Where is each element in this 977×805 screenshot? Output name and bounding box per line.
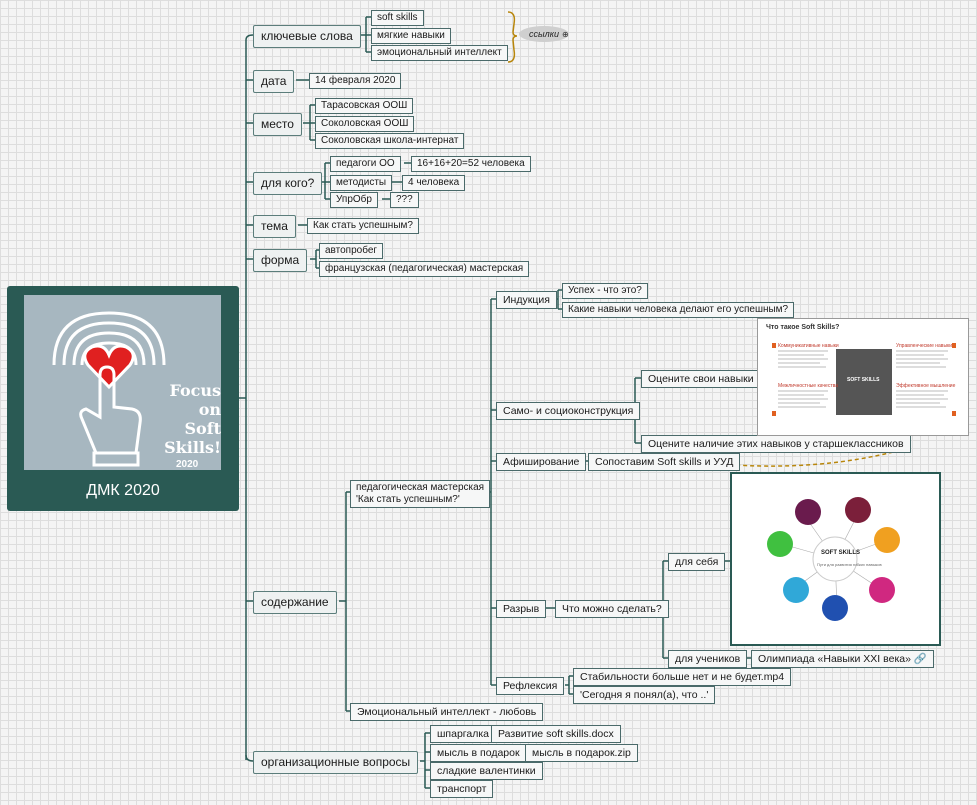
- quadrant-center-label: SOFT SKILLS: [847, 377, 880, 383]
- root-image-year: 2020: [176, 459, 199, 470]
- topic-date[interactable]: дата: [253, 70, 295, 93]
- org-gift[interactable]: мысль в подарок: [430, 744, 527, 762]
- wheel-subtitle: Пути для развития гибких навыков: [817, 562, 882, 567]
- quadrant-center-shape: [836, 349, 892, 415]
- wheel-decor: [767, 497, 900, 621]
- audience-item[interactable]: УпрОбр: [330, 192, 378, 208]
- expand-icon[interactable]: ⊕: [562, 30, 569, 39]
- induction-item[interactable]: Успех - что это?: [562, 283, 648, 299]
- theme-value[interactable]: Как стать успешным?: [307, 218, 419, 234]
- attachment-icon[interactable]: 🔗: [913, 653, 927, 665]
- topic-content[interactable]: содержание: [253, 591, 337, 614]
- audience-item[interactable]: педагоги ОО: [330, 156, 401, 172]
- form-item[interactable]: французская (педагогическая) мастерская: [319, 261, 530, 277]
- keyword-soft-skills-ru[interactable]: мягкие навыки: [371, 28, 451, 44]
- place-item[interactable]: Соколовская ООШ: [315, 116, 415, 132]
- quadrant-label: Эффективное мышление: [896, 383, 956, 389]
- quadrant-label: Межличностные качества: [778, 383, 838, 389]
- audience-count[interactable]: ???: [390, 192, 419, 208]
- root-label: ДМК 2020: [86, 482, 160, 499]
- stage-poster[interactable]: Афиширование: [496, 453, 587, 471]
- topic-keywords[interactable]: ключевые слова: [253, 25, 361, 48]
- ei-node[interactable]: Эмоциональный интеллект - любовь: [350, 703, 544, 721]
- place-item[interactable]: Соколовская школа-интернат: [315, 133, 465, 149]
- root-node[interactable]: Focus on Soft Skills! 2020 ДМК 2020: [7, 286, 239, 511]
- gap-question[interactable]: Что можно сделать?: [555, 600, 669, 618]
- topic-org[interactable]: организационные вопросы: [253, 751, 419, 774]
- reflection-video[interactable]: Стабильности больше нет и не будет.mp4: [573, 668, 792, 686]
- soft-skills-quadrant-image[interactable]: Что такое Soft Skills? SOFT SKILLS Комму…: [757, 318, 969, 436]
- soft-skills-wheel-image[interactable]: SOFT SKILLS Пути для развития гибких нав…: [730, 472, 941, 646]
- keyword-soft-skills[interactable]: soft skills: [371, 10, 424, 26]
- place-item[interactable]: Тарасовская ООШ: [315, 98, 414, 114]
- gift-file[interactable]: мысль в подарок.zip: [525, 744, 638, 762]
- heart-hand-icon: [52, 311, 166, 467]
- topic-theme[interactable]: тема: [253, 215, 296, 238]
- stage-reflection[interactable]: Рефлексия: [496, 677, 565, 695]
- keyword-emotional-intelligence[interactable]: эмоциональный интеллект: [371, 45, 508, 61]
- topic-place[interactable]: место: [253, 113, 302, 136]
- audience-item[interactable]: методисты: [330, 175, 393, 191]
- stage-gap[interactable]: Разрыв: [496, 600, 547, 618]
- form-item[interactable]: автопробег: [319, 243, 384, 259]
- olympiad-link[interactable]: Олимпиада «Навыки XXI века» 🔗: [751, 650, 934, 668]
- quadrant-decor: [772, 343, 956, 416]
- org-item[interactable]: сладкие валентинки: [430, 762, 543, 780]
- gap-self[interactable]: для себя: [668, 553, 726, 571]
- quadrant-label: Коммуникативные навыки: [778, 343, 839, 349]
- audience-count[interactable]: 4 человека: [402, 175, 466, 191]
- selfconstruction-item[interactable]: Оцените свои навыки: [641, 370, 761, 388]
- reflection-item[interactable]: 'Сегодня я понял(а), что ..': [573, 686, 716, 704]
- root-image-title: Focus on Soft Skills!: [164, 381, 221, 457]
- stage-induction[interactable]: Индукция: [496, 291, 557, 309]
- induction-item[interactable]: Какие навыки человека делают его успешны…: [562, 302, 795, 318]
- cheatsheet-file[interactable]: Развитие soft skills.docx: [491, 725, 621, 743]
- root-image: Focus on Soft Skills! 2020: [24, 295, 221, 470]
- links-callout[interactable]: ссылки: [519, 26, 569, 42]
- audience-count[interactable]: 16+16+20=52 человека: [411, 156, 531, 172]
- poster-item[interactable]: Сопоставим Soft skills и УУД: [588, 453, 741, 471]
- topic-audience[interactable]: для кого?: [253, 172, 323, 195]
- org-cheatsheet[interactable]: шпаргалка: [430, 725, 497, 743]
- stage-selfconstruction[interactable]: Само- и социоконструкция: [496, 402, 641, 420]
- date-value[interactable]: 14 февраля 2020: [309, 73, 402, 89]
- quadrant-image-title: Что такое Soft Skills?: [766, 324, 840, 331]
- topic-form[interactable]: форма: [253, 249, 308, 272]
- workshop-node[interactable]: педагогическая мастерская 'Как стать усп…: [350, 480, 491, 508]
- wheel-title: SOFT SKILLS: [821, 550, 860, 556]
- quadrant-label: Управленческие навыки: [896, 343, 953, 349]
- gap-students[interactable]: для учеников: [668, 650, 748, 668]
- org-item[interactable]: транспорт: [430, 780, 494, 798]
- selfconstruction-item[interactable]: Оцените наличие этих навыков у старшекла…: [641, 435, 911, 453]
